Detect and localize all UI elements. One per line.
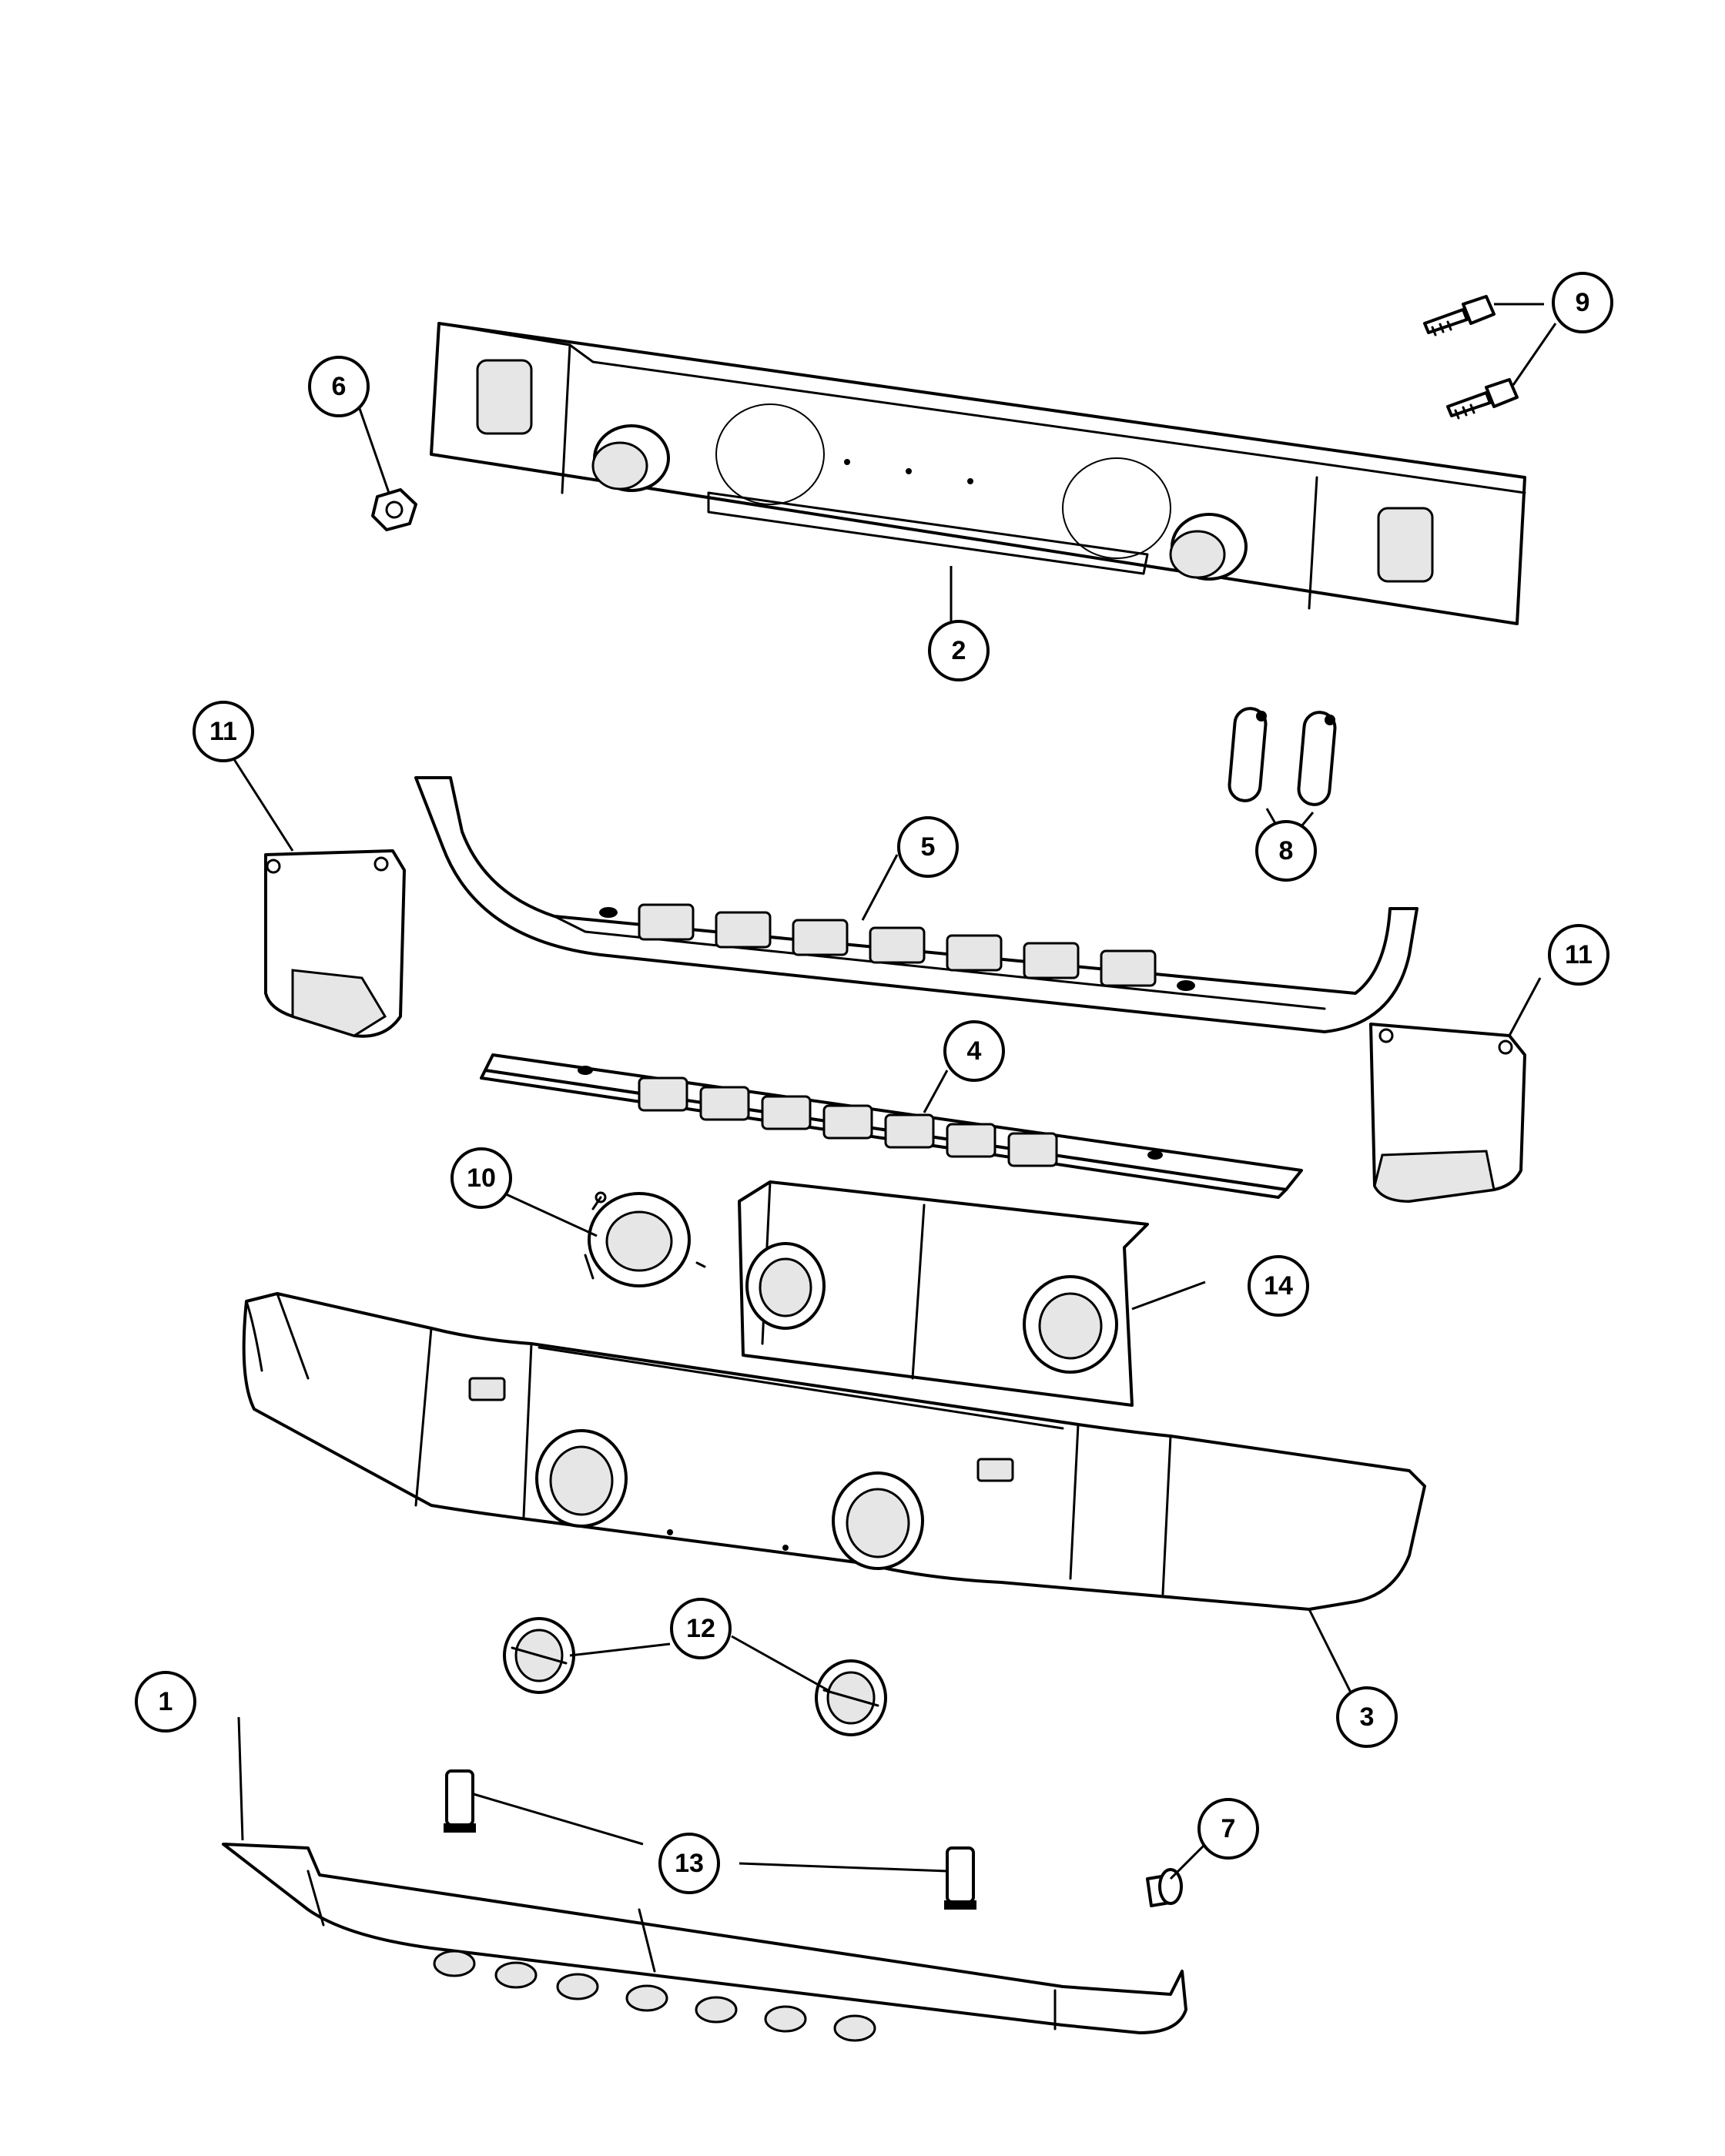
callout-5-label: 5	[921, 832, 936, 862]
part-1-skid-plate	[222, 1843, 1187, 2042]
part-11-left-shield	[264, 849, 406, 1038]
callout-7: 7	[1197, 1798, 1259, 1860]
part-12-lamp-covers	[503, 1617, 887, 1736]
part-3-bumper-fascia	[242, 1292, 1426, 1611]
callout-6-label: 6	[332, 372, 347, 401]
skid-plate-holes	[433, 1950, 876, 2042]
callout-8-label: 8	[1279, 836, 1294, 865]
lower-bracket-slots	[638, 1076, 1058, 1167]
callout-2: 2	[928, 620, 990, 681]
part-14-center-panel	[738, 1180, 1149, 1407]
callout-12-label: 12	[686, 1614, 715, 1643]
callout-10-label: 10	[467, 1163, 496, 1193]
callout-11-right: 11	[1548, 924, 1609, 986]
bracket-slots	[638, 903, 1157, 987]
callout-12: 12	[670, 1598, 732, 1659]
callout-11-left-label: 11	[209, 717, 237, 746]
part-7-push-pin	[1146, 1868, 1183, 1907]
part-2-bumper-reinforcement	[430, 322, 1526, 625]
callout-4-label: 4	[967, 1036, 982, 1066]
part-6-nut	[371, 488, 417, 531]
callout-3: 3	[1336, 1686, 1398, 1748]
callout-2-label: 2	[952, 636, 966, 665]
callout-14: 14	[1248, 1255, 1309, 1317]
part-4-lower-bracket	[480, 1053, 1303, 1199]
callout-5: 5	[897, 816, 959, 878]
part-10-lamp-bracket	[584, 1191, 706, 1287]
part-5-bumper-bracket	[414, 776, 1419, 1033]
leader-lines	[229, 303, 1557, 1880]
callout-8: 8	[1255, 820, 1317, 882]
callout-10: 10	[451, 1147, 512, 1209]
callout-1-label: 1	[159, 1687, 173, 1716]
callout-4: 4	[943, 1020, 1005, 1082]
callout-1: 1	[135, 1671, 196, 1732]
callout-9-label: 9	[1576, 288, 1590, 317]
part-8-plates	[1228, 707, 1337, 806]
callout-11-left: 11	[193, 701, 254, 762]
callout-14-label: 14	[1264, 1271, 1293, 1301]
callout-11-right-label: 11	[1565, 940, 1593, 969]
callout-6: 6	[308, 356, 370, 417]
callout-7-label: 7	[1221, 1814, 1236, 1843]
part-9-bolts	[1423, 295, 1519, 420]
part-11-right-shield	[1369, 1023, 1526, 1203]
callout-13-label: 13	[675, 1849, 704, 1878]
callout-9: 9	[1552, 272, 1613, 333]
callout-13: 13	[658, 1833, 720, 1894]
part-13-clips	[444, 1769, 976, 1910]
callout-3-label: 3	[1360, 1702, 1375, 1732]
